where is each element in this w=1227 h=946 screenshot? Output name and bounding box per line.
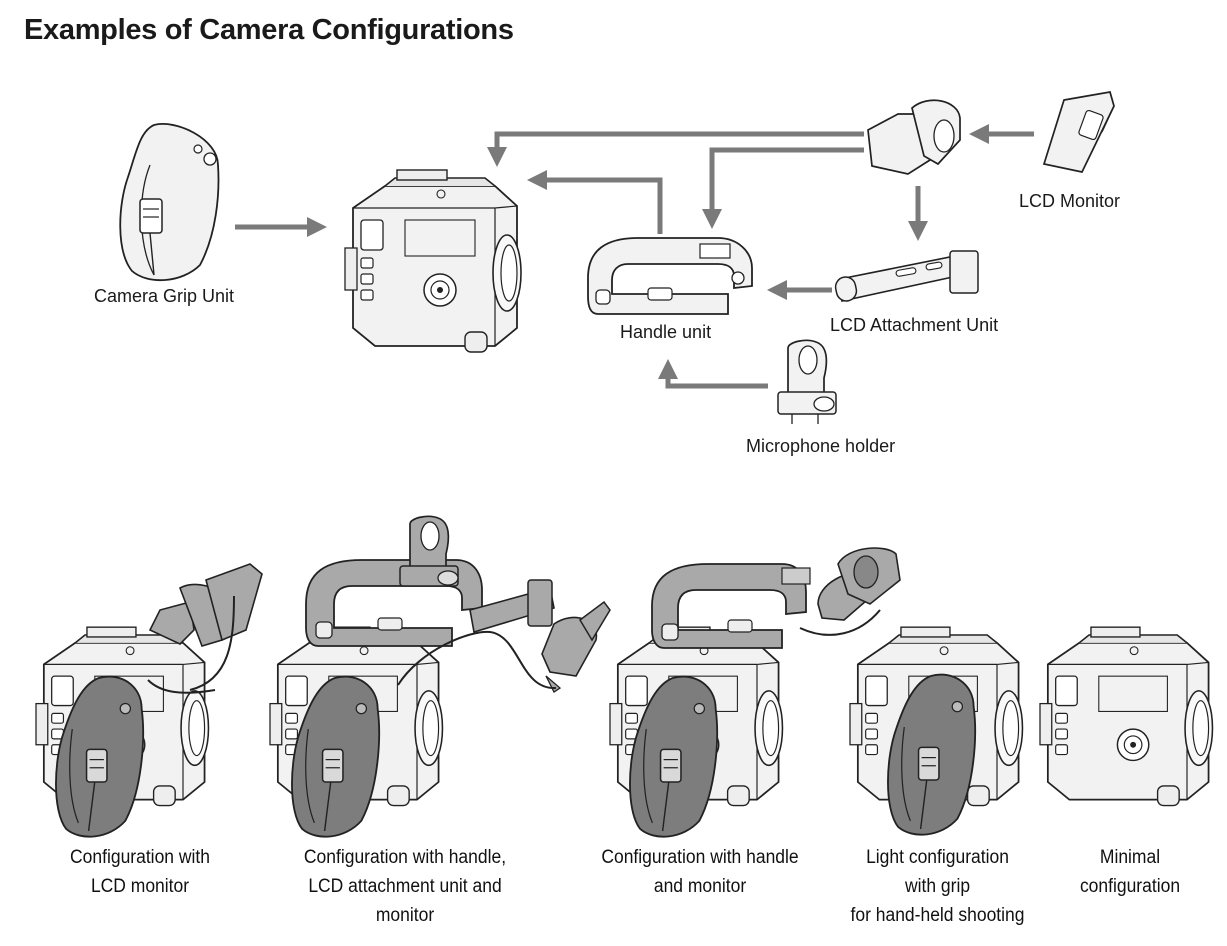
configuration-handle-monitor-illustration bbox=[609, 547, 901, 838]
arrow-mount-to-camera bbox=[487, 131, 864, 167]
configuration-light-grip-illustration bbox=[849, 626, 1024, 836]
caption-line: for hand-held shooting bbox=[850, 905, 1025, 926]
configuration-handle-attachment-monitor-illustration bbox=[269, 515, 611, 838]
caption-line: with grip bbox=[904, 876, 971, 897]
caption-line: Configuration with handle bbox=[601, 847, 799, 868]
caption-line: Light configuration bbox=[866, 847, 1009, 868]
handle-unit-illustration bbox=[587, 237, 753, 315]
lcd-monitor-illustration bbox=[1042, 91, 1115, 173]
caption-line: monitor bbox=[375, 905, 435, 926]
label-camera-grip-unit: Camera Grip Unit bbox=[94, 286, 235, 306]
microphone-holder-illustration bbox=[777, 339, 837, 424]
label-lcd-monitor: LCD Monitor bbox=[1019, 191, 1121, 211]
caption-line: Configuration with bbox=[70, 847, 210, 868]
arrow-handle-to-camera bbox=[527, 170, 663, 234]
camera-grip-unit-illustration bbox=[119, 123, 220, 282]
caption-config-light-grip: Light configuration with grip for hand-h… bbox=[839, 843, 1037, 930]
caption-line: Configuration with handle, bbox=[303, 847, 507, 868]
page-title: Examples of Camera Configurations bbox=[24, 14, 514, 46]
caption-line: LCD attachment unit and bbox=[308, 876, 502, 897]
caption-line: configuration bbox=[1079, 876, 1181, 897]
configuration-minimal-illustration bbox=[1039, 626, 1214, 807]
caption-line: LCD monitor bbox=[90, 876, 190, 897]
label-handle-unit: Handle unit bbox=[620, 322, 712, 342]
label-microphone-holder: Microphone holder bbox=[746, 436, 896, 456]
caption-config-handle-monitor: Configuration with handle and monitor bbox=[594, 843, 806, 901]
arrow-mic-to-handle bbox=[658, 359, 768, 389]
caption-line: and monitor bbox=[653, 876, 747, 897]
configuration-lcd-monitor-illustration bbox=[35, 563, 263, 838]
caption-config-handle-attachment-monitor: Configuration with handle, LCD attachmen… bbox=[295, 843, 516, 930]
arrow-mount-to-handle bbox=[702, 147, 864, 229]
assembly-arrows bbox=[235, 124, 1034, 389]
caption-line: Minimal bbox=[1099, 847, 1161, 868]
caption-config-minimal: Minimal configuration bbox=[1066, 843, 1195, 901]
camera-body-illustration bbox=[344, 169, 522, 353]
label-lcd-attachment-unit: LCD Attachment Unit bbox=[830, 315, 999, 335]
caption-config-lcd-monitor: Configuration with LCD monitor bbox=[48, 843, 232, 901]
lcd-mount-illustration bbox=[867, 99, 961, 175]
lcd-attachment-unit-illustration bbox=[834, 250, 979, 302]
